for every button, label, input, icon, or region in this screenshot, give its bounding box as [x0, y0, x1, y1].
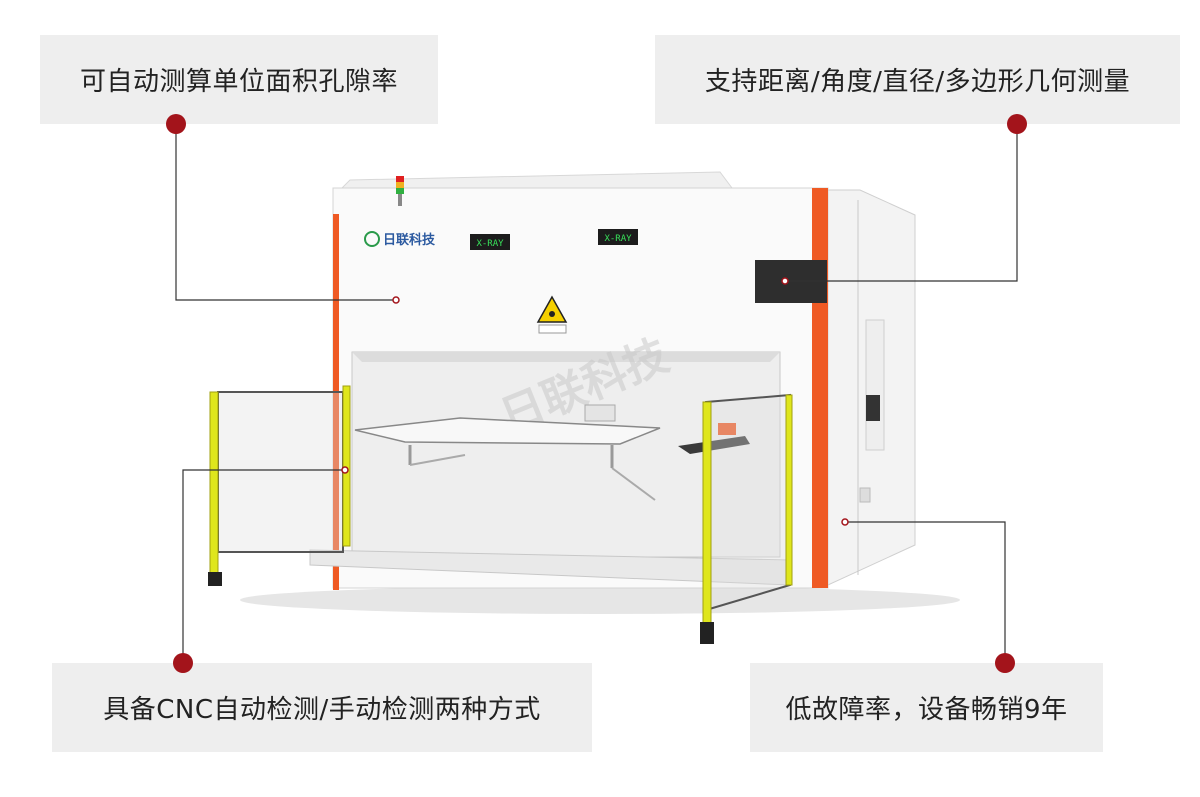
tray-arm-left [409, 454, 466, 466]
leader-line-reliability [845, 521, 1006, 663]
signal-light-red [396, 176, 404, 182]
floor-shadow [240, 586, 960, 614]
brand-text: 日联科技 [383, 232, 436, 248]
gate-post-right [702, 401, 712, 628]
orange-strip-left [333, 214, 339, 590]
tray-arm-right [611, 467, 656, 501]
callout-cnc: 具备CNC自动检测/手动检测两种方式 [52, 663, 592, 752]
safety-gate-left [217, 391, 344, 553]
gate-post-right-inner [785, 394, 793, 586]
callout-porosity-text: 可自动测算单位面积孔隙率 [79, 67, 398, 97]
callout-reliability-text: 低故障率，设备畅销9年 [785, 695, 1068, 725]
leader-line-porosity [175, 124, 396, 301]
callout-dot-geometry [1007, 114, 1027, 134]
callout-dot-porosity [166, 114, 186, 134]
leader-line-geometry [785, 124, 1018, 282]
signal-pole [398, 194, 402, 206]
xray-panel-right [598, 229, 638, 245]
signal-light-green [396, 188, 404, 194]
callout-cnc-text: 具备CNC自动检测/手动检测两种方式 [103, 695, 541, 725]
side-handle [866, 395, 880, 421]
orange-strip-right [812, 188, 828, 588]
side-vent [859, 487, 871, 503]
gate-post-left-inner [342, 385, 351, 547]
emergency-button [718, 423, 736, 435]
sample-tray [354, 417, 661, 445]
xray-panel-left-text: X-RAY [476, 239, 504, 249]
control-shelf [678, 436, 750, 454]
warning-label-plate [538, 324, 567, 334]
anchor-dot-cnc [341, 466, 349, 474]
signal-light-yellow [396, 182, 404, 188]
radiation-warning-icon [536, 295, 568, 323]
safety-gate-right [705, 393, 791, 612]
callout-reliability: 低故障率，设备畅销9年 [750, 663, 1103, 752]
anchor-dot-porosity [392, 296, 400, 304]
chamber-top-edge [352, 352, 780, 362]
anchor-dot-reliability [841, 518, 849, 526]
xray-panel-right-text: X-RAY [604, 234, 632, 244]
callout-dot-reliability [995, 653, 1015, 673]
brand-logo-icon [364, 231, 380, 247]
callout-geometry: 支持距离/角度/直径/多边形几何测量 [655, 35, 1180, 124]
anchor-dot-geometry [781, 277, 789, 285]
callout-porosity: 可自动测算单位面积孔隙率 [40, 35, 438, 124]
callout-geometry-text: 支持距离/角度/直径/多边形几何测量 [704, 67, 1131, 97]
gate-foot-right [700, 622, 714, 644]
gate-post-left [209, 391, 219, 583]
leader-line-cnc [182, 469, 345, 663]
radiation-symbol [549, 311, 555, 317]
side-door [865, 319, 885, 451]
callout-dot-cnc [173, 653, 193, 673]
sample-part [584, 404, 616, 422]
xray-panel-left [470, 234, 510, 250]
gate-foot-left [208, 572, 222, 586]
